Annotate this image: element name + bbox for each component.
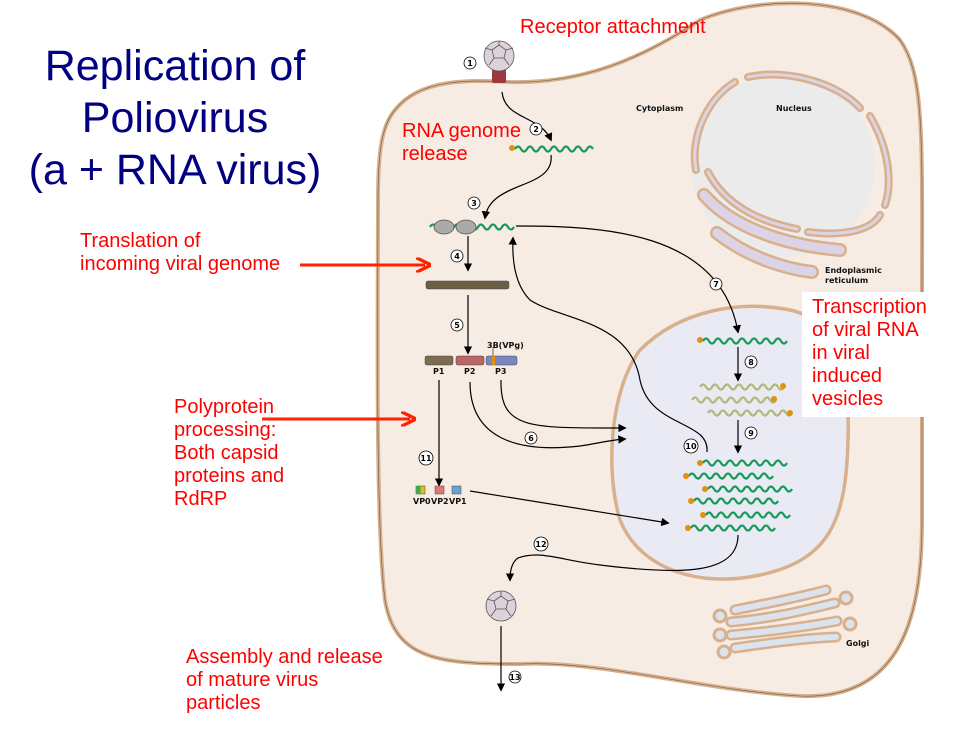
- rna-released-genome: [509, 145, 594, 153]
- polyprotein-bar: [425, 280, 510, 290]
- annotation-translation: Translation of incoming viral genome: [80, 230, 280, 276]
- annotation-line: of viral RNA: [812, 319, 919, 341]
- annotation-line: Polyprotein: [174, 396, 275, 418]
- p1-segment: [424, 355, 454, 366]
- annotation-line: processing:: [174, 419, 277, 441]
- annotation-line: incoming viral genome: [80, 253, 281, 275]
- step-2: 2: [533, 125, 539, 134]
- pathway-arrows: [434, 91, 743, 692]
- annotation-transcription: Transcription of viral RNA in viral indu…: [802, 292, 935, 417]
- p2-segment: [455, 355, 485, 366]
- annotation-line: Assembly and release: [186, 646, 383, 668]
- step-13: 13: [509, 673, 520, 682]
- annotation-line: RdRP: [174, 488, 228, 510]
- annotation-line: induced: [812, 365, 883, 387]
- annotation-line: particles: [186, 692, 261, 714]
- step-6: 6: [528, 434, 534, 443]
- step-10: 10: [685, 442, 697, 451]
- annotation-assembly-release: Assembly and release of mature virus par…: [186, 646, 383, 715]
- step-markers: [418, 56, 758, 684]
- label-golgi: Golgi: [846, 639, 870, 648]
- annotation-line: RNA genome: [402, 120, 521, 142]
- label-vpg: 3B(VPg): [487, 341, 524, 350]
- label-er-2: reticulum: [825, 276, 868, 285]
- nucleus: [690, 70, 893, 257]
- label-nucleus: Nucleus: [776, 104, 812, 113]
- annotation-rna-genome-release: RNA genome release: [402, 120, 521, 166]
- label-vp0: VP0: [413, 497, 431, 506]
- annotation-receptor-attachment: Receptor attachment: [520, 16, 706, 38]
- step-1: 1: [467, 59, 473, 68]
- step-11: 11: [420, 454, 432, 463]
- viral-induced-vesicle: [610, 304, 850, 581]
- vp2-square: [434, 485, 445, 495]
- virion-attaching: [483, 40, 515, 83]
- title-line-2: Poliovirus: [81, 94, 269, 142]
- p3-segment: [485, 355, 518, 366]
- step-9: 9: [748, 429, 754, 438]
- rna-progeny-strands: [683, 459, 793, 532]
- annotation-line: Translation of: [80, 230, 201, 252]
- step-7: 7: [713, 280, 719, 289]
- annotation-line: Both capsid: [174, 442, 279, 464]
- annotation-line: Transcription: [812, 296, 927, 318]
- annotation-line: proteins and: [174, 465, 285, 487]
- label-p1: P1: [433, 367, 445, 376]
- label-vp1: VP1: [449, 497, 467, 506]
- step-3: 3: [471, 199, 477, 208]
- slide-title: Replication of Poliovirus (a + RNA virus…: [20, 40, 330, 196]
- title-line-3: (a + RNA virus): [28, 146, 322, 194]
- mature-virion: [485, 590, 517, 622]
- step-5: 5: [454, 321, 460, 330]
- annotation-line: of mature virus: [186, 669, 319, 691]
- endoplasmic-reticulum: [697, 188, 847, 279]
- title-line-1: Replication of: [44, 42, 306, 90]
- label-cytoplasm: Cytoplasm: [636, 104, 683, 113]
- step-12: 12: [535, 540, 546, 549]
- rna-translating: [429, 219, 515, 235]
- golgi: [712, 584, 858, 660]
- annotation-line: vesicles: [812, 388, 884, 410]
- annotation-polyprotein-processing: Polyprotein processing: Both capsid prot…: [174, 396, 284, 511]
- annotation-line: in viral: [812, 342, 870, 364]
- label-er-1: Endoplasmic: [825, 266, 882, 275]
- label-vp2: VP2: [431, 497, 449, 506]
- label-p2: P2: [464, 367, 475, 376]
- rna-negative-strands: [691, 383, 793, 417]
- step-4: 4: [454, 252, 460, 261]
- vpg-marker: [492, 356, 495, 365]
- rna-strands: [429, 145, 793, 532]
- annotation-line: release: [402, 143, 468, 165]
- step-8: 8: [748, 358, 754, 367]
- rna-template: [697, 337, 788, 345]
- vp1-square: [451, 485, 462, 495]
- label-p3: P3: [495, 367, 506, 376]
